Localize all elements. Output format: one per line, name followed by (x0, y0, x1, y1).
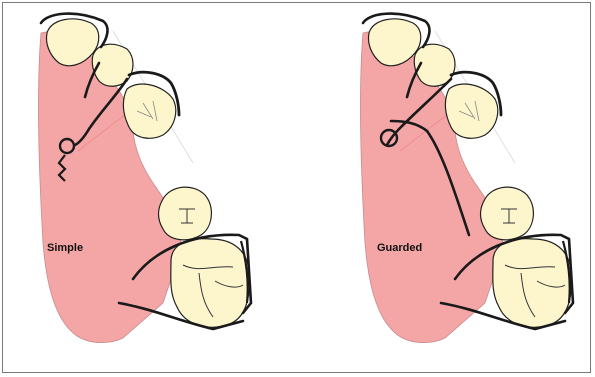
figure-frame: Simple Guarded (2, 2, 591, 373)
diagram-svg: Simple Guarded (3, 3, 592, 374)
label-simple: Simple (47, 242, 83, 254)
panel-simple: Simple (38, 14, 251, 343)
panel-guarded: Guarded (360, 14, 573, 343)
label-guarded: Guarded (377, 242, 422, 254)
